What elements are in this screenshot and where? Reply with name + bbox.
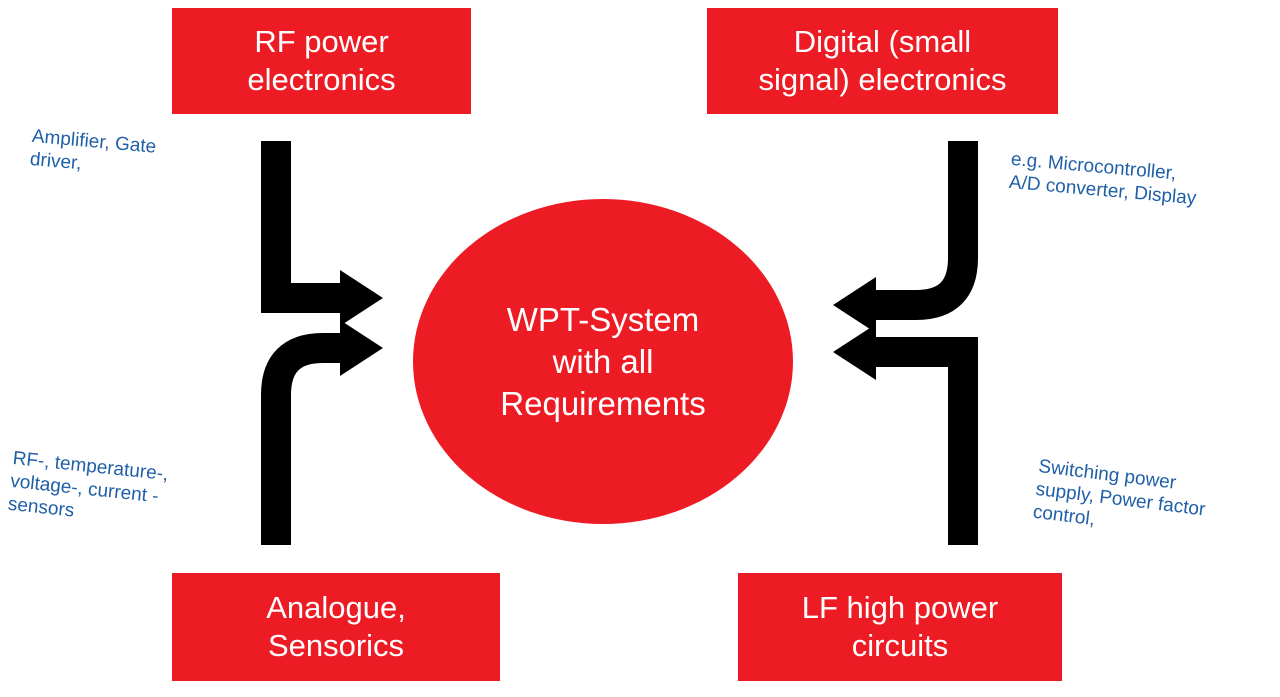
arrow-lf-to-center [833, 324, 978, 545]
arrow-digital-to-center [833, 141, 978, 333]
lf-high-power-circuits-box: LF high power circuits [738, 573, 1062, 681]
analogue-sensorics-box: Analogue, Sensorics [172, 573, 500, 681]
arrow-rf-to-center [261, 141, 383, 326]
wpt-system-circle: WPT-System with all Requirements [413, 199, 793, 524]
rf-power-electronics-box: RF power electronics [172, 8, 471, 114]
arrow-analogue-to-center [261, 320, 383, 545]
digital-electronics-box: Digital (small signal) electronics [707, 8, 1058, 114]
